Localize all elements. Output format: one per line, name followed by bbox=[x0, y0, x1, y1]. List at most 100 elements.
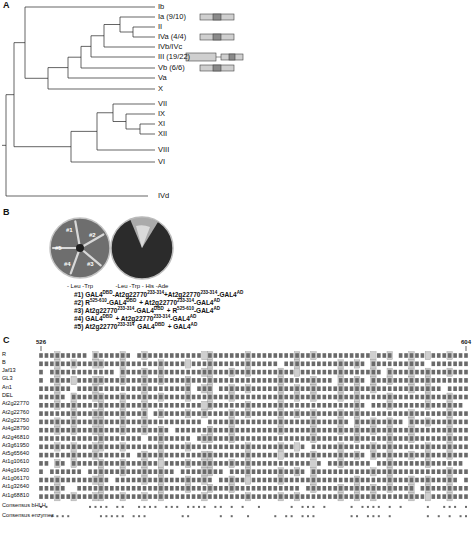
residue-mark bbox=[99, 461, 103, 466]
residue-mark bbox=[83, 428, 87, 433]
residue-mark bbox=[110, 403, 114, 408]
residue-mark bbox=[344, 411, 348, 416]
residue-mark bbox=[382, 469, 386, 474]
conserved-residue bbox=[158, 468, 163, 476]
panel-letter: B bbox=[3, 208, 10, 217]
residue-mark bbox=[393, 378, 397, 383]
conserved-residue bbox=[202, 401, 207, 409]
position-number: 526 bbox=[36, 339, 46, 345]
residue-mark bbox=[83, 362, 87, 367]
conserved-residue bbox=[245, 451, 250, 459]
residue-mark bbox=[154, 353, 158, 358]
residue-mark bbox=[126, 370, 130, 375]
clade-label: XI bbox=[158, 120, 165, 128]
residue-mark bbox=[382, 486, 386, 491]
conserved-residue bbox=[387, 352, 392, 360]
residue-mark bbox=[61, 362, 65, 367]
construct-text: -GAL4 bbox=[194, 299, 214, 306]
residue-mark bbox=[273, 403, 277, 408]
residue-mark bbox=[268, 486, 272, 491]
residue-mark bbox=[421, 362, 425, 367]
residue-mark bbox=[203, 494, 207, 499]
residue-mark bbox=[45, 395, 49, 400]
residue-mark bbox=[459, 494, 463, 499]
residue-mark bbox=[192, 478, 196, 483]
residue-mark bbox=[144, 515, 146, 517]
panel-letter: A bbox=[3, 1, 10, 10]
conserved-residue bbox=[120, 443, 125, 451]
residue-mark bbox=[39, 362, 43, 367]
residue-mark bbox=[159, 403, 163, 408]
residue-mark bbox=[399, 386, 403, 391]
residue-mark bbox=[77, 428, 81, 433]
residue-mark bbox=[45, 386, 49, 391]
residue-mark bbox=[241, 469, 245, 474]
residue-mark bbox=[350, 461, 354, 466]
residue-mark bbox=[138, 515, 140, 517]
construct-superscript: AD bbox=[213, 298, 220, 303]
residue-mark bbox=[132, 461, 136, 466]
sequence-name: At2g22760 bbox=[2, 410, 29, 416]
domain-box bbox=[200, 14, 234, 20]
consensus-label: Consensus enzymes bbox=[2, 513, 54, 519]
residue-mark bbox=[328, 353, 332, 358]
residue-mark bbox=[399, 420, 403, 425]
residue-mark bbox=[72, 494, 76, 499]
residue-mark bbox=[170, 445, 174, 450]
residue-mark bbox=[99, 436, 103, 441]
residue-mark bbox=[56, 461, 60, 466]
residue-mark bbox=[83, 370, 87, 375]
residue-mark bbox=[301, 428, 305, 433]
residue-mark bbox=[182, 515, 184, 517]
residue-mark bbox=[170, 478, 174, 483]
residue-mark bbox=[219, 469, 223, 474]
residue-mark bbox=[149, 506, 151, 508]
residue-mark bbox=[257, 420, 261, 425]
residue-mark bbox=[306, 403, 310, 408]
residue-mark bbox=[323, 506, 325, 508]
residue-mark bbox=[344, 494, 348, 499]
residue-mark bbox=[181, 378, 185, 383]
residue-mark bbox=[378, 506, 380, 508]
residue-mark bbox=[246, 445, 250, 450]
alignment-ticks bbox=[41, 346, 466, 351]
residue-mark bbox=[126, 469, 130, 474]
residue-mark bbox=[121, 478, 125, 483]
residue-mark bbox=[323, 453, 327, 458]
residue-mark bbox=[214, 461, 218, 466]
residue-mark bbox=[235, 494, 239, 499]
residue-mark bbox=[154, 469, 158, 474]
residue-mark bbox=[328, 370, 332, 375]
residue-mark bbox=[252, 486, 256, 491]
residue-mark bbox=[137, 370, 141, 375]
residue-mark bbox=[203, 386, 207, 391]
phylogenetic-tree bbox=[2, 7, 155, 196]
residue-mark bbox=[72, 411, 76, 416]
residue-mark bbox=[312, 436, 316, 441]
construct-line: #3) At2g22770233-314-GAL4DBD+ R525-610-G… bbox=[74, 307, 220, 314]
residue-mark bbox=[246, 362, 250, 367]
conserved-residue bbox=[158, 426, 163, 434]
residue-mark bbox=[159, 478, 163, 483]
residue-mark bbox=[273, 478, 277, 483]
conserved-residue bbox=[245, 468, 250, 476]
residue-mark bbox=[88, 453, 92, 458]
residue-mark bbox=[170, 411, 174, 416]
conserved-residue bbox=[371, 352, 376, 360]
residue-mark bbox=[279, 395, 283, 400]
residue-mark bbox=[421, 386, 425, 391]
residue-mark bbox=[404, 453, 408, 458]
residue-mark bbox=[203, 461, 207, 466]
conserved-residue bbox=[202, 476, 207, 484]
conserved-residue bbox=[338, 426, 343, 434]
residue-mark bbox=[99, 428, 103, 433]
tree-branch bbox=[91, 35, 104, 36]
residue-mark bbox=[39, 436, 43, 441]
residue-mark bbox=[66, 494, 70, 499]
tree-branch bbox=[113, 121, 126, 122]
residue-mark bbox=[224, 478, 228, 483]
conserved-residue bbox=[278, 493, 283, 501]
residue-mark bbox=[186, 386, 190, 391]
residue-mark bbox=[88, 420, 92, 425]
residue-mark bbox=[219, 395, 223, 400]
